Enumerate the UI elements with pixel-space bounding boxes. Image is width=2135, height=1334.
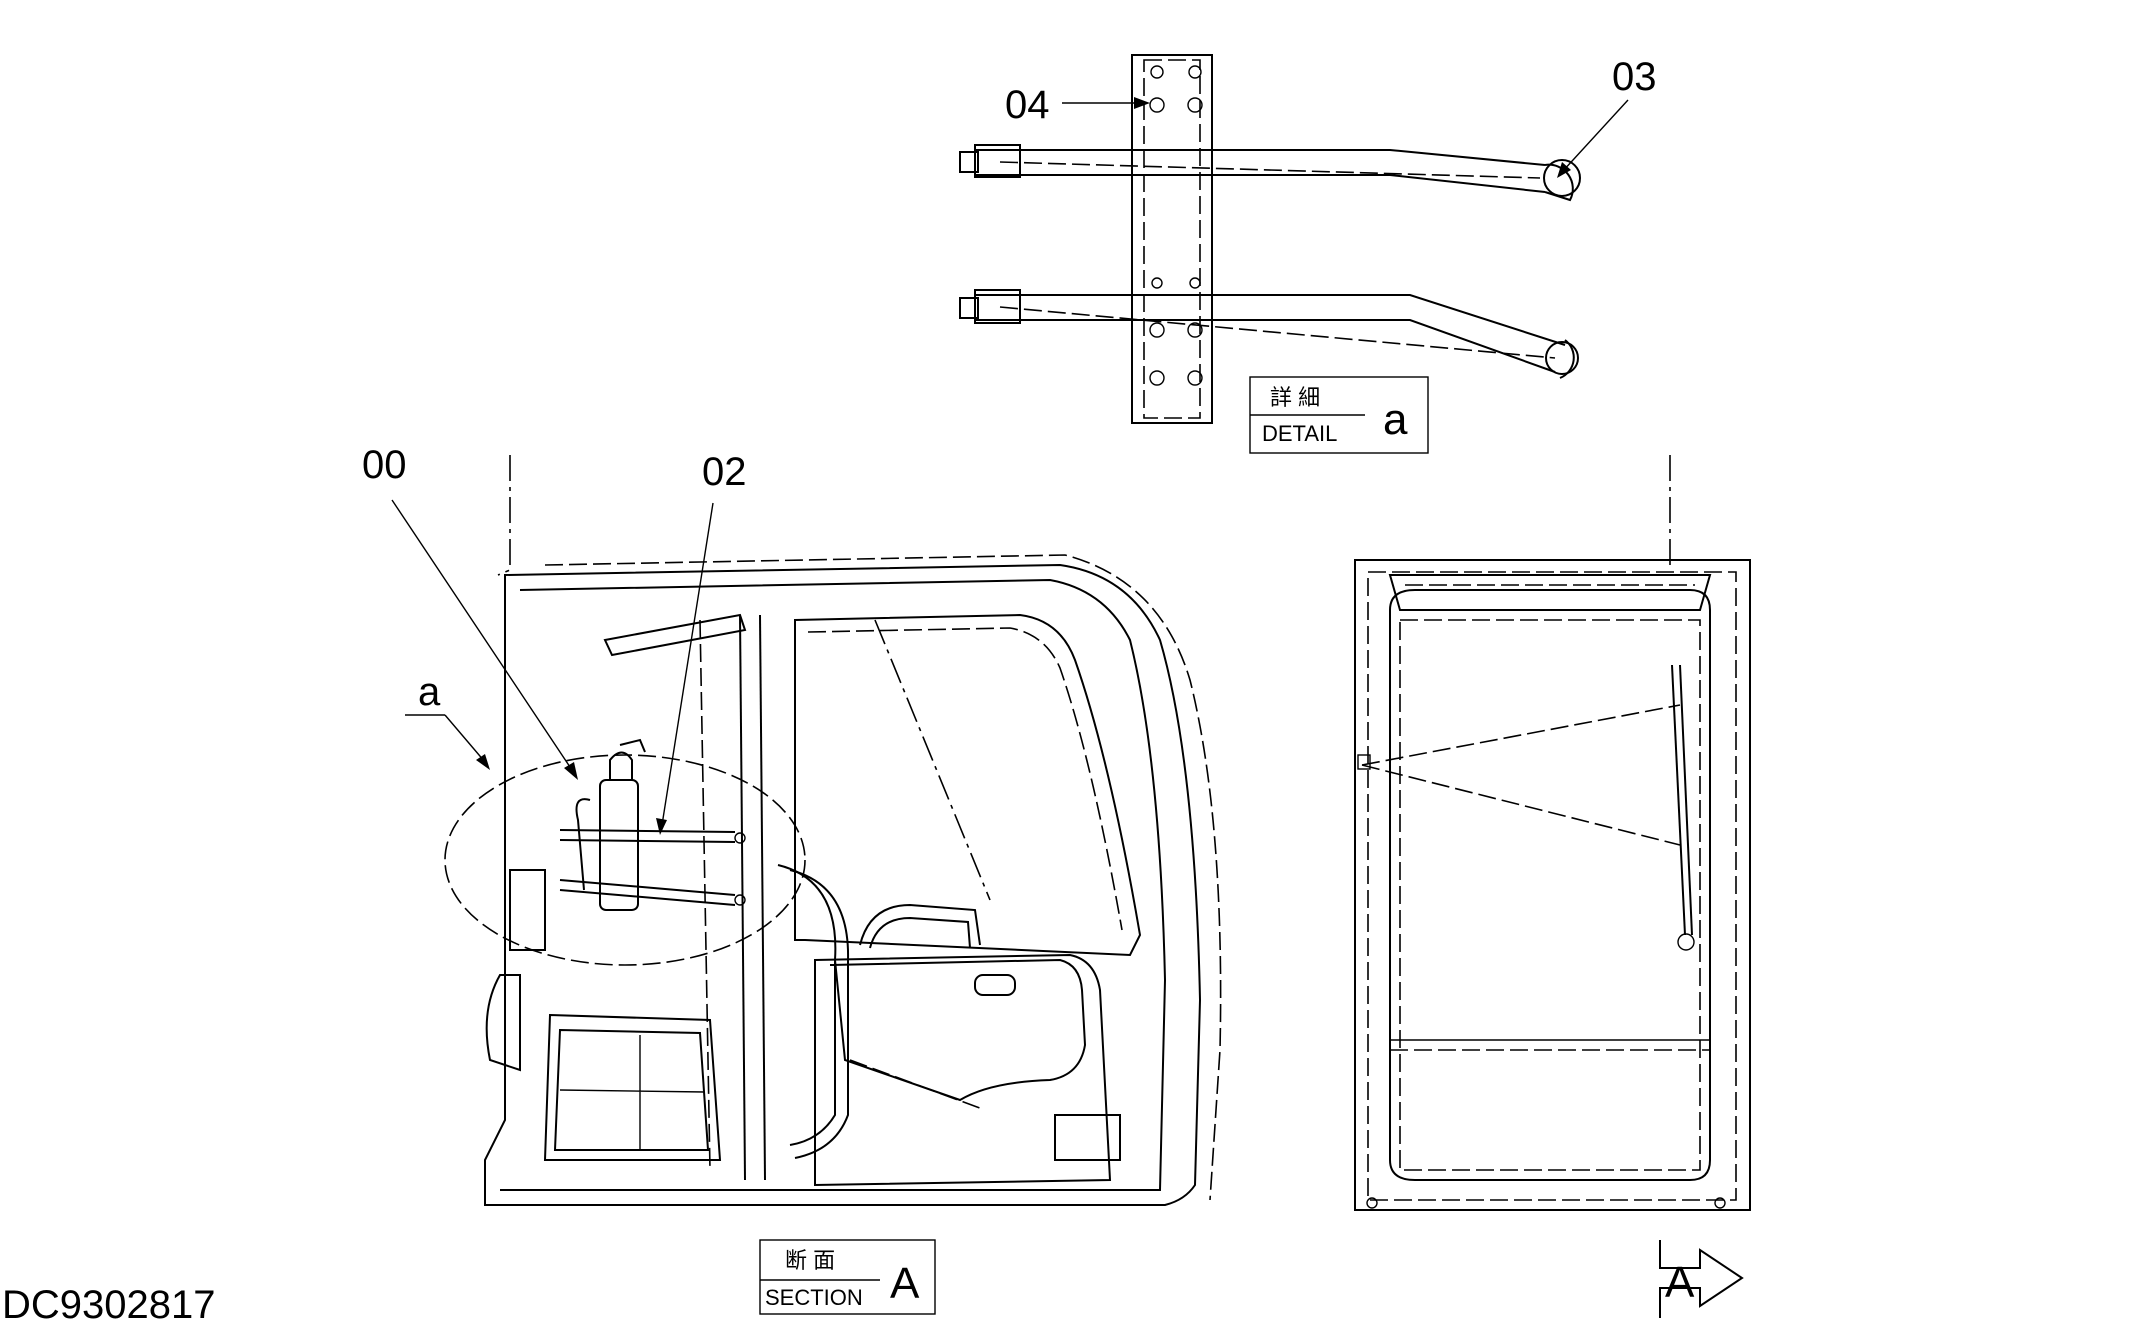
callout-03-label: 03: [1612, 55, 1657, 99]
section-jp-text: 断 面: [785, 1248, 835, 1273]
section-a-box: 断 面 SECTION A: [759, 1239, 936, 1315]
view-arrow-letter: A: [1665, 1258, 1695, 1307]
fire-extinguisher: [575, 738, 646, 911]
section-letter: A: [890, 1259, 920, 1308]
section-a-view: 00 02 a 断 面 SECTION A: [362, 443, 1222, 1315]
callout-02-label: 02: [702, 450, 747, 494]
view-arrow-a: A: [1659, 1240, 1744, 1318]
callout-00: 00: [362, 443, 578, 780]
grab-bar-section: [559, 829, 850, 1159]
drawing-code: DC9302817: [2, 1283, 216, 1327]
bolt-group: [1149, 65, 1203, 386]
lower-handrail: [959, 289, 1579, 379]
detail-en-text: DETAIL: [1262, 421, 1337, 446]
mounting-bracket: [1131, 54, 1213, 424]
callout-03: 03: [1557, 55, 1657, 178]
detail-a-view: 04 03 詳 細 DETAIL a: [959, 54, 1657, 454]
upper-handrail: [959, 144, 1581, 202]
callout-a-label: a: [418, 670, 441, 714]
callout-a: a: [405, 670, 490, 770]
section-en-text: SECTION: [765, 1285, 863, 1310]
callout-02: 02: [656, 450, 747, 835]
detail-a-box: 詳 細 DETAIL a: [1249, 376, 1429, 454]
callout-04: 04: [1005, 83, 1150, 127]
view-a-frame: [1354, 455, 1751, 1211]
detail-letter: a: [1383, 395, 1408, 444]
callout-00-label: 00: [362, 443, 407, 487]
detail-a-ellipse: [444, 754, 806, 966]
detail-jp-text: 詳 細: [1270, 385, 1320, 410]
callout-04-label: 04: [1005, 83, 1050, 127]
